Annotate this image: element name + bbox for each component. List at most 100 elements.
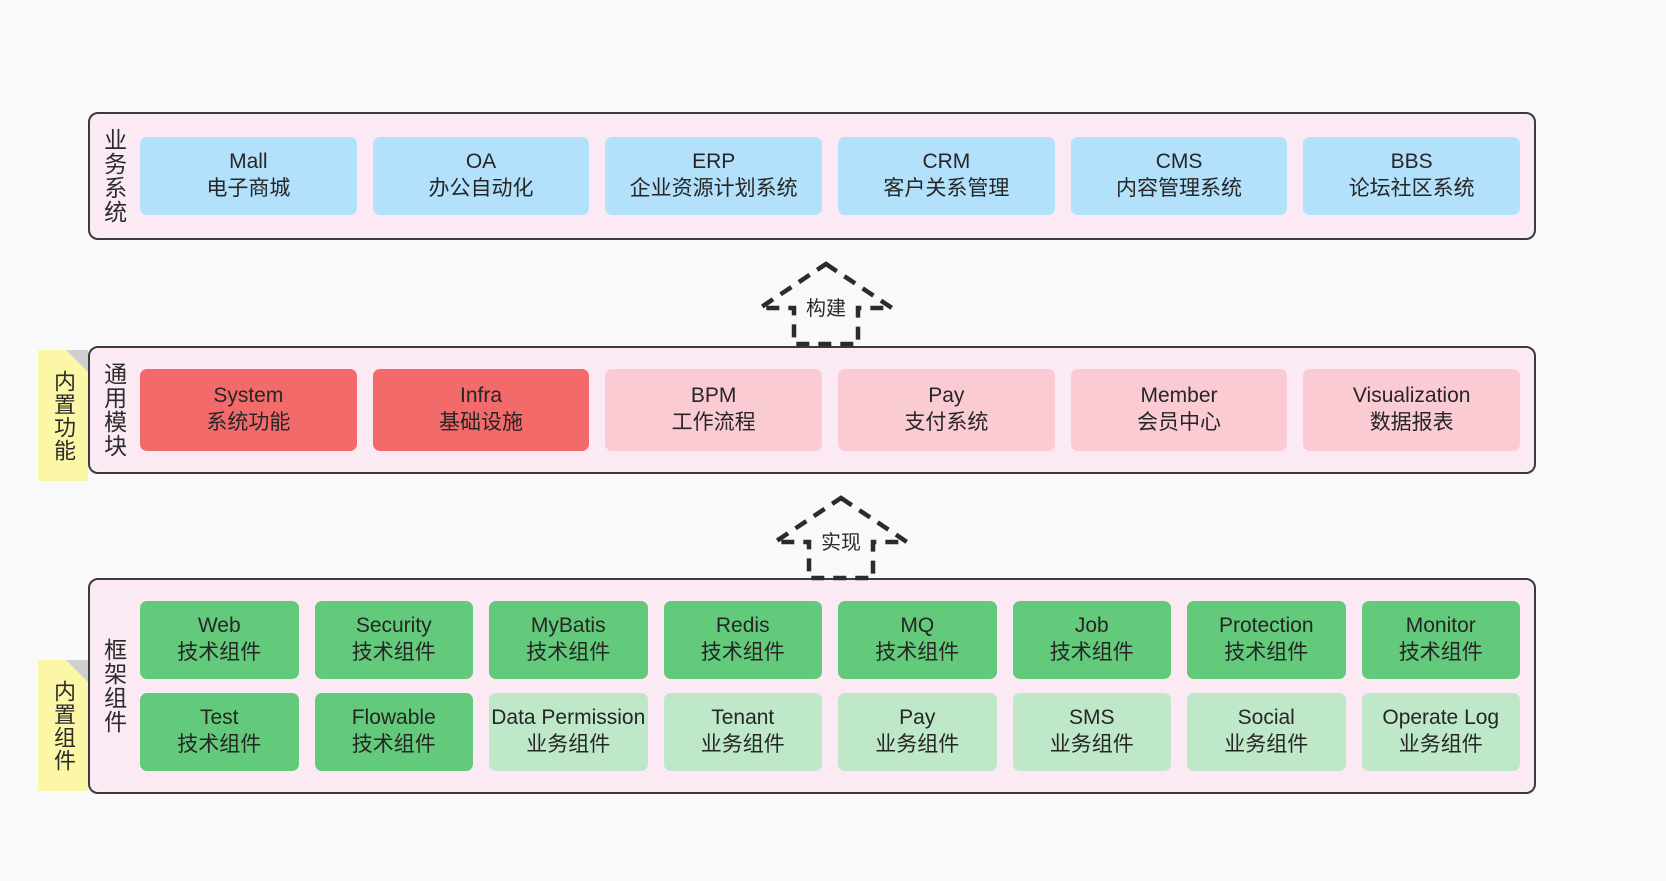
card-job[interactable]: Job 技术组件: [1012, 601, 1171, 679]
card-data-permission-title: Data Permission: [491, 706, 646, 730]
card-sms-title: SMS: [1068, 706, 1115, 730]
card-security[interactable]: Security 技术组件: [314, 601, 473, 679]
card-test-subtitle: 技术组件: [177, 733, 262, 756]
card-protection[interactable]: Protection 技术组件: [1187, 601, 1346, 679]
card-cms-subtitle: 内容管理系统: [1116, 177, 1243, 200]
card-oa[interactable]: OA 办公自动化: [372, 137, 590, 215]
card-oa-title: OA: [465, 150, 497, 174]
card-system-title: System: [213, 384, 284, 408]
card-mall-subtitle: 电子商城: [206, 177, 291, 200]
card-bpm-title: BPM: [690, 384, 737, 408]
card-system-subtitle: 系统功能: [206, 411, 291, 434]
card-bbs[interactable]: BBS 论坛社区系统: [1303, 137, 1521, 215]
note-builtin-component-label: 内置组件: [50, 679, 76, 772]
card-visualization-title: Visualization: [1352, 384, 1471, 408]
card-web[interactable]: Web 技术组件: [140, 601, 299, 679]
card-redis-subtitle: 技术组件: [700, 641, 785, 664]
layer-common-modules-body: System 系统功能 Infra 基础设施 BPM 工作流程 Pay 支付系统…: [136, 348, 1534, 472]
card-erp-title: ERP: [692, 150, 736, 174]
card-test-title: Test: [199, 706, 239, 730]
note-builtin-component: 内置组件: [38, 660, 88, 791]
card-member-subtitle: 会员中心: [1137, 411, 1222, 434]
note-builtin-function-label: 内置功能: [50, 369, 76, 462]
card-cms[interactable]: CMS 内容管理系统: [1070, 137, 1288, 215]
framework-business-row: Test 技术组件 Flowable 技术组件 Data Permission …: [140, 693, 1520, 771]
layer-business-system: 业务系统 Mall 电子商城 OA 办公自动化 ERP 企业资源计划系统 CRM…: [88, 112, 1536, 240]
card-security-subtitle: 技术组件: [351, 641, 436, 664]
card-visualization[interactable]: Visualization 数据报表: [1303, 369, 1521, 451]
card-mq-subtitle: 技术组件: [875, 641, 960, 664]
card-mall[interactable]: Mall 电子商城: [140, 137, 357, 215]
card-infra[interactable]: Infra 基础设施: [372, 369, 590, 451]
card-security-title: Security: [355, 614, 432, 638]
card-social-subtitle: 业务组件: [1224, 733, 1309, 756]
card-monitor-subtitle: 技术组件: [1398, 641, 1483, 664]
card-pay-module-subtitle: 支付系统: [904, 411, 989, 434]
card-monitor-title: Monitor: [1405, 614, 1476, 638]
connector-build-arrow: 构建: [752, 258, 900, 348]
card-job-title: Job: [1074, 614, 1109, 638]
card-tenant[interactable]: Tenant 业务组件: [663, 693, 822, 771]
framework-tech-row: Web 技术组件 Security 技术组件 MyBatis 技术组件 Redi…: [140, 601, 1520, 679]
card-bbs-subtitle: 论坛社区系统: [1348, 177, 1475, 200]
card-pay-component[interactable]: Pay 业务组件: [838, 693, 997, 771]
card-pay-module-title: Pay: [928, 384, 965, 408]
build-arrow-shape: [752, 261, 900, 347]
card-test[interactable]: Test 技术组件: [140, 693, 299, 771]
card-job-subtitle: 技术组件: [1049, 641, 1134, 664]
card-flowable-title: Flowable: [351, 706, 436, 730]
business-card-row: Mall 电子商城 OA 办公自动化 ERP 企业资源计划系统 CRM 客户关系…: [140, 137, 1521, 215]
framework-rows: Web 技术组件 Security 技术组件 MyBatis 技术组件 Redi…: [140, 601, 1520, 771]
implement-arrow-shape: [767, 495, 915, 581]
card-crm-subtitle: 客户关系管理: [883, 177, 1010, 200]
card-social[interactable]: Social 业务组件: [1187, 693, 1346, 771]
card-system[interactable]: System 系统功能: [140, 369, 357, 451]
card-mybatis-title: MyBatis: [530, 614, 606, 638]
connector-implement-label: 实现: [821, 532, 861, 554]
note-fold-corner-icon: [66, 660, 88, 682]
card-social-title: Social: [1237, 706, 1295, 730]
card-erp-subtitle: 企业资源计划系统: [629, 177, 798, 200]
card-erp[interactable]: ERP 企业资源计划系统: [605, 137, 823, 215]
note-builtin-function: 内置功能: [38, 350, 88, 481]
note-fold-corner-icon: [66, 350, 88, 372]
card-pay-module[interactable]: Pay 支付系统: [838, 369, 1055, 451]
card-mybatis[interactable]: MyBatis 技术组件: [489, 601, 648, 679]
layer-business-system-body: Mall 电子商城 OA 办公自动化 ERP 企业资源计划系统 CRM 客户关系…: [136, 114, 1534, 238]
card-bbs-title: BBS: [1390, 150, 1433, 174]
layer-framework-components: 框架组件 Web 技术组件 Security 技术组件 MyBatis 技术组件: [88, 578, 1536, 794]
card-web-subtitle: 技术组件: [177, 641, 262, 664]
card-mq[interactable]: MQ 技术组件: [838, 601, 997, 679]
card-tenant-title: Tenant: [711, 706, 775, 730]
card-member[interactable]: Member 会员中心: [1070, 369, 1288, 451]
card-pay-component-title: Pay: [899, 706, 936, 730]
card-redis[interactable]: Redis 技术组件: [663, 601, 822, 679]
card-protection-title: Protection: [1218, 614, 1314, 638]
card-bpm-subtitle: 工作流程: [671, 411, 756, 434]
card-mall-title: Mall: [229, 150, 268, 174]
card-mq-title: MQ: [900, 614, 935, 638]
card-crm-title: CRM: [922, 150, 971, 174]
card-infra-subtitle: 基础设施: [439, 411, 523, 434]
card-sms[interactable]: SMS 业务组件: [1012, 693, 1171, 771]
card-operate-log[interactable]: Operate Log 业务组件: [1361, 693, 1520, 771]
card-visualization-subtitle: 数据报表: [1369, 411, 1454, 434]
card-pay-component-subtitle: 业务组件: [875, 733, 960, 756]
connector-implement-arrow: 实现: [767, 492, 915, 582]
card-crm[interactable]: CRM 客户关系管理: [838, 137, 1055, 215]
layer-business-system-title: 业务系统: [100, 128, 127, 224]
card-data-permission[interactable]: Data Permission 业务组件: [489, 693, 648, 771]
card-cms-title: CMS: [1155, 150, 1203, 174]
card-monitor[interactable]: Monitor 技术组件: [1361, 601, 1520, 679]
card-infra-title: Infra: [459, 384, 503, 408]
card-redis-title: Redis: [715, 614, 770, 638]
layer-framework-components-title: 框架组件: [100, 638, 127, 734]
connector-build-label: 构建: [806, 298, 846, 320]
layer-common-modules-title: 通用模块: [100, 362, 127, 458]
card-bpm[interactable]: BPM 工作流程: [605, 369, 823, 451]
card-flowable[interactable]: Flowable 技术组件: [314, 693, 473, 771]
card-mybatis-subtitle: 技术组件: [526, 641, 611, 664]
layer-common-modules: 通用模块 System 系统功能 Infra 基础设施 BPM 工作流程 Pay…: [88, 346, 1536, 474]
card-operate-log-subtitle: 业务组件: [1398, 733, 1483, 756]
